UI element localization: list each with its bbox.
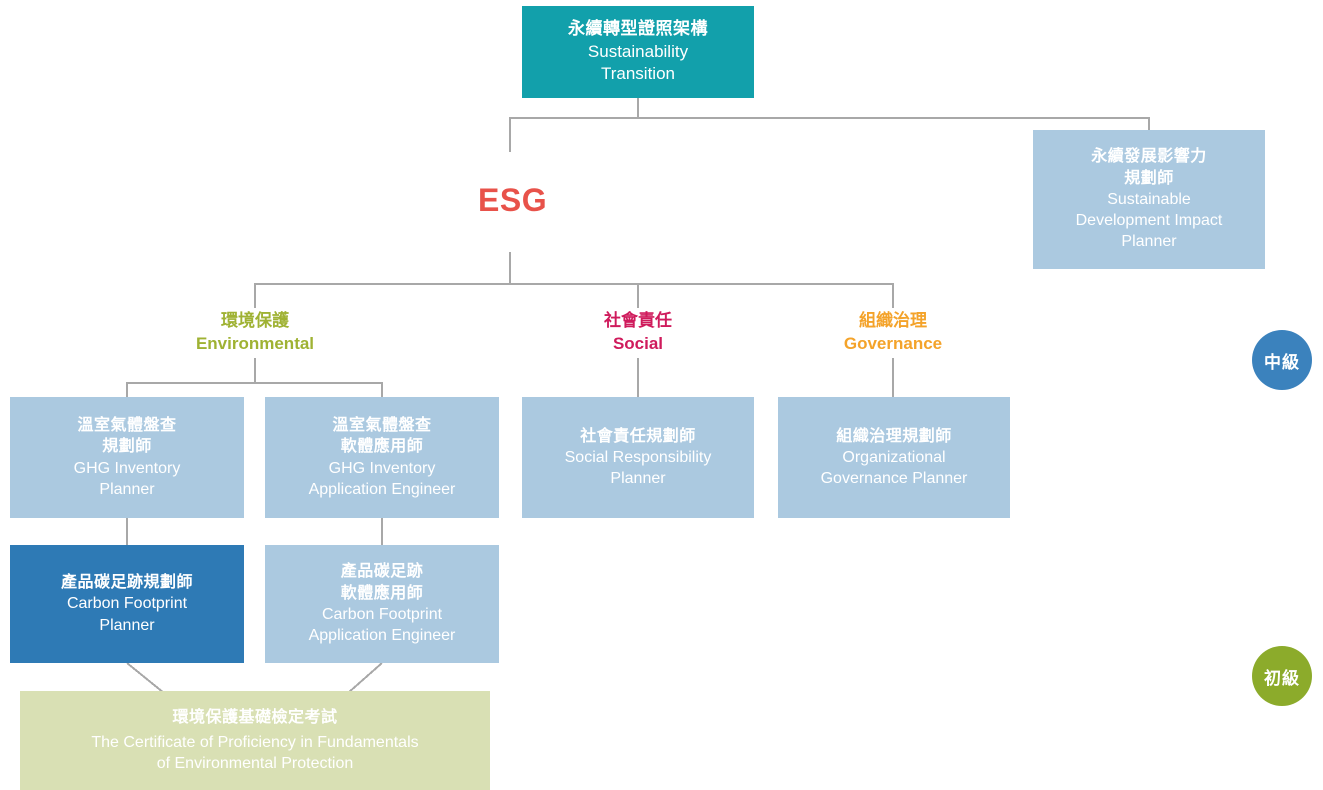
ghg-engineer-en-line2: Application Engineer [308, 480, 456, 498]
node-root-title-zh: 永續轉型證照架構 [568, 19, 708, 39]
ghg-engineer-zh-line2: 軟體應用師 [340, 438, 424, 456]
node-social-responsibility-planner[interactable]: 社會責任規劃師 Social Responsibility Planner [522, 397, 754, 518]
node-sustainable-development-impact-planner[interactable]: 永續發展影響力 規劃師 Sustainable Development Impa… [1033, 130, 1265, 269]
node-carbon-footprint-planner[interactable]: 產品碳足跡規劃師 Carbon Footprint Planner [10, 545, 244, 663]
node-ghg-inventory-application-engineer[interactable]: 溫室氣體盤查 軟體應用師 GHG Inventory Application E… [265, 397, 499, 518]
ghg-planner-zh-line1: 溫室氣體盤查 [77, 416, 177, 434]
sdip-en-line3: Planner [1121, 233, 1177, 251]
esg-label: ESG [478, 182, 548, 218]
ghg-planner-en-line1: GHG Inventory [73, 459, 181, 477]
badge-level-intermediate[interactable]: 中級 [1252, 330, 1312, 390]
cfp-planner-zh-line1: 產品碳足跡規劃師 [60, 574, 193, 592]
governance-planner-en-line1: Organizational [842, 448, 946, 466]
cfp-engineer-zh-line1: 產品碳足跡 [340, 563, 424, 581]
governance-planner-zh-line1: 組織治理規劃師 [836, 427, 952, 445]
social-planner-zh-line1: 社會責任規劃師 [580, 427, 696, 445]
ghg-engineer-zh-line1: 溫室氣體盤查 [332, 416, 432, 434]
pillar-governance[interactable]: 組織治理 Governance [793, 310, 993, 356]
ghg-planner-zh-line2: 規劃師 [102, 438, 152, 456]
ghg-planner-en-line2: Planner [99, 480, 155, 498]
node-carbon-footprint-application-engineer[interactable]: 產品碳足跡 軟體應用師 Carbon Footprint Application… [265, 545, 499, 663]
badge-level-basic[interactable]: 初級 [1252, 646, 1312, 706]
sdip-en-line1: Sustainable [1107, 190, 1191, 208]
node-root-title-en-line1: Sustainability [587, 41, 689, 61]
badge-intermediate-label: 中級 [1264, 352, 1300, 372]
pillar-social-zh: 社會責任 [604, 311, 672, 330]
exam-zh: 環境保護基礎檢定考試 [172, 708, 338, 726]
pillar-governance-en: Governance [843, 333, 943, 353]
cfp-engineer-zh-line2: 軟體應用師 [340, 584, 424, 602]
exam-en-line2: of Environmental Protection [156, 755, 354, 773]
social-planner-en-line1: Social Responsibility [564, 448, 712, 466]
pillar-governance-zh: 組織治理 [859, 311, 927, 330]
connector-cfp-engineer-to-exam [347, 662, 383, 694]
node-root-sustainability-transition[interactable]: 永續轉型證照架構 Sustainability Transition [522, 6, 754, 98]
ghg-engineer-en-line1: GHG Inventory [328, 459, 436, 477]
node-environmental-protection-fundamentals-exam[interactable]: 環境保護基礎檢定考試 The Certificate of Proficienc… [20, 691, 490, 790]
social-planner-en-line2: Planner [610, 470, 666, 488]
badge-basic-label: 初級 [1264, 668, 1300, 688]
cfp-planner-en-line1: Carbon Footprint [66, 595, 188, 613]
cfp-engineer-en-line2: Application Engineer [308, 627, 456, 645]
sdip-zh-line2: 規劃師 [1124, 169, 1174, 187]
node-organizational-governance-planner[interactable]: 組織治理規劃師 Organizational Governance Planne… [778, 397, 1010, 518]
cfp-planner-en-line2: Planner [99, 616, 155, 634]
pillar-environmental-en: Environmental [195, 333, 315, 353]
exam-en-line1: The Certificate of Proficiency in Fundam… [91, 733, 419, 751]
governance-planner-en-line2: Governance Planner [820, 470, 968, 488]
node-ghg-inventory-planner[interactable]: 溫室氣體盤查 規劃師 GHG Inventory Planner [10, 397, 244, 518]
sdip-zh-line1: 永續發展影響力 [1091, 148, 1207, 166]
pillar-social-en: Social [612, 333, 664, 353]
pillar-environmental[interactable]: 環境保護 Environmental [155, 310, 355, 356]
node-root-title-en-line2: Transition [600, 64, 675, 84]
cfp-engineer-en-line1: Carbon Footprint [321, 606, 443, 623]
connector-cfp-planner-to-exam [126, 662, 165, 694]
sdip-en-line2: Development Impact [1075, 212, 1223, 230]
pillar-social[interactable]: 社會責任 Social [538, 310, 738, 356]
pillar-environmental-zh: 環境保護 [221, 311, 289, 330]
